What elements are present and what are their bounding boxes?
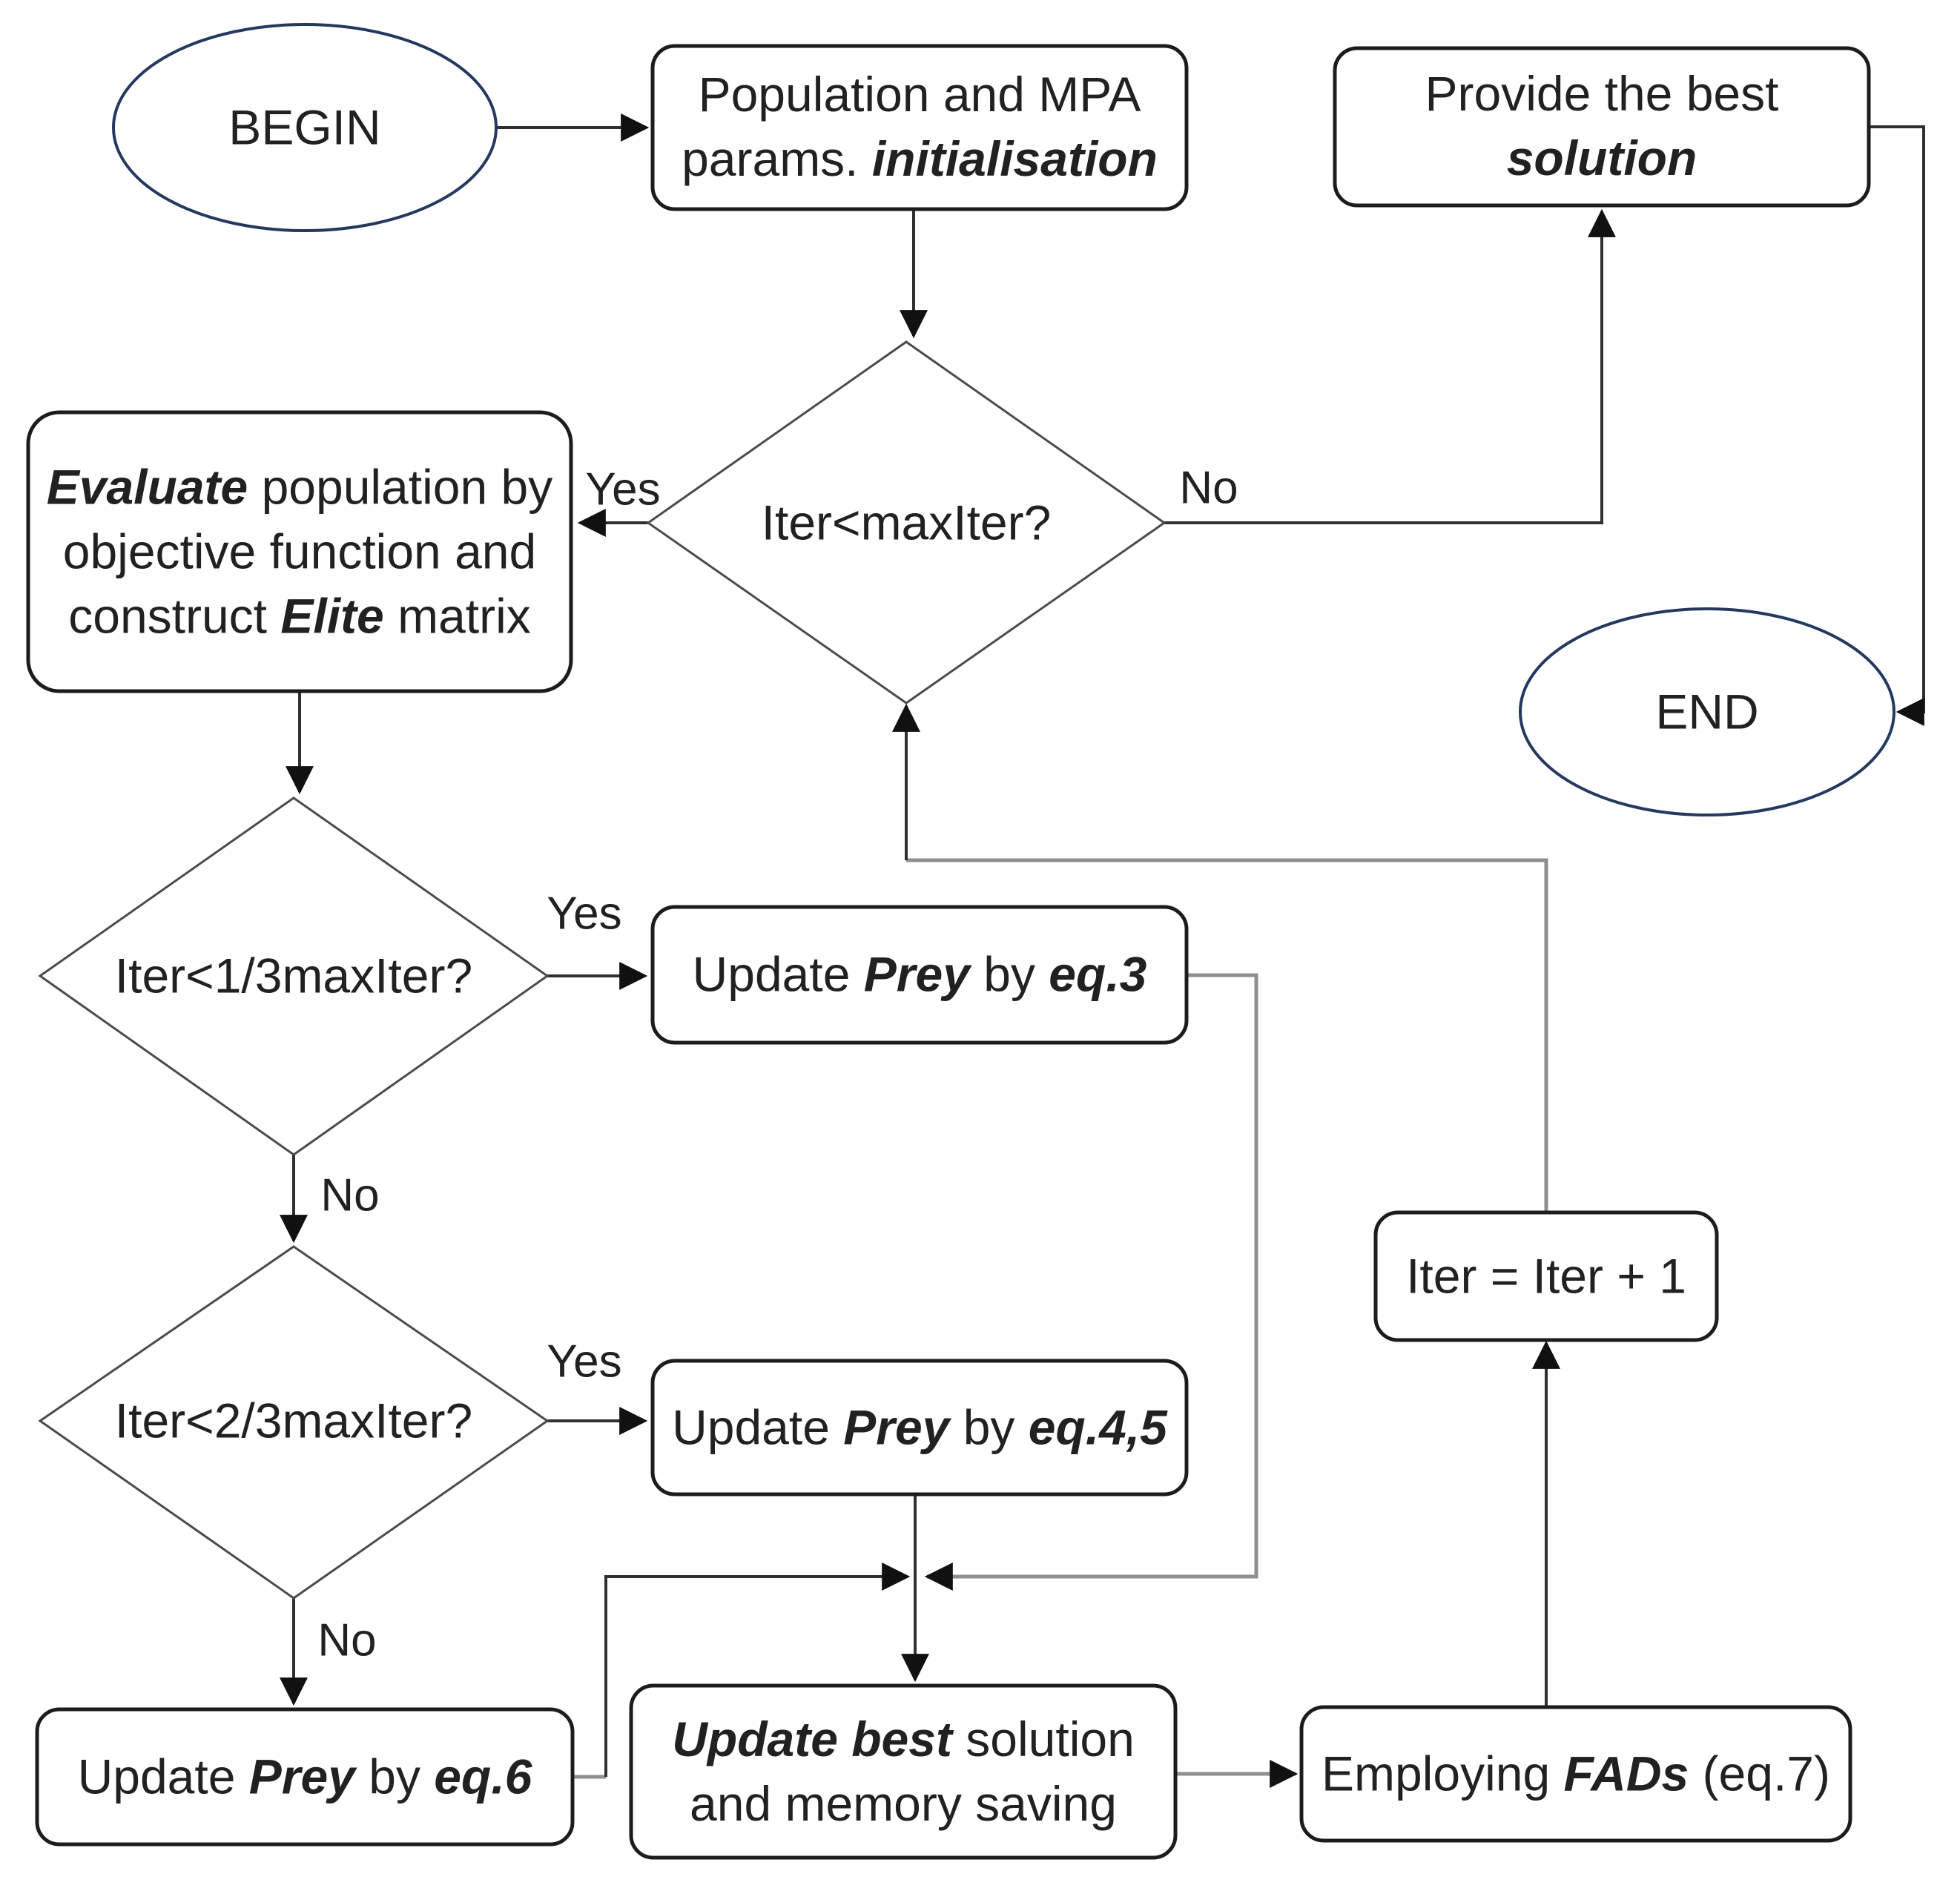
- update-prey-eq3-box-shape: [650, 905, 1189, 1045]
- update-prey-eq45-box-shape: [650, 1359, 1189, 1497]
- iter-max-decision-shape: [646, 340, 1167, 705]
- update-prey-eq6-box-shape: [35, 1707, 575, 1847]
- evaluate-box: Evaluate population by objective functio…: [46, 459, 553, 644]
- provide-solution-box-shape: [1333, 46, 1871, 208]
- end-terminal: END: [1655, 684, 1759, 739]
- label-itertwothirds-no: No: [317, 1614, 377, 1666]
- iter-one-third-decision-shape: [38, 796, 550, 1156]
- begin-terminal-shape: [112, 23, 498, 232]
- label-itermax-no: No: [1179, 462, 1238, 514]
- end-terminal-shape: [1519, 607, 1895, 816]
- edge-eq3-to-junction: [924, 973, 1258, 1591]
- iter-one-third-decision: Iter<1/3maxIter?: [114, 948, 473, 1003]
- init-box-shape: [650, 44, 1189, 211]
- edge-itermax-no-to-provide: [1164, 208, 1616, 524]
- edge-eq6-to-junction: [604, 1563, 911, 1777]
- iter-increment-box: Iter = Iter + 1: [1406, 1248, 1686, 1304]
- iter-max-decision: Iter<maxIter?: [761, 495, 1052, 550]
- label-iteronethird-yes: Yes: [547, 888, 622, 940]
- update-prey-eq6-box: Update Prey by eq.6: [77, 1749, 532, 1804]
- begin-terminal: BEGIN: [228, 99, 381, 155]
- label-itertwothirds-yes: Yes: [547, 1336, 622, 1387]
- update-prey-eq3-box: Update Prey by eq.3: [692, 946, 1147, 1002]
- employing-fads-box: Employing FADs (eq.7): [1321, 1746, 1830, 1801]
- evaluate-box-shape: [26, 410, 573, 693]
- update-best-box: Update best solution and memory saving: [672, 1711, 1135, 1831]
- label-itermax-yes: Yes: [585, 463, 661, 515]
- update-best-box-shape: [629, 1683, 1178, 1860]
- iter-two-thirds-decision: Iter<2/3maxIter?: [114, 1393, 473, 1448]
- iter-two-thirds-decision-shape: [38, 1245, 550, 1600]
- edge-provide-to-end: [1869, 125, 1925, 726]
- employing-fads-box-shape: [1299, 1705, 1852, 1843]
- iter-increment-box-shape: [1373, 1210, 1719, 1342]
- provide-solution-box: Provide the best solution: [1425, 65, 1779, 185]
- init-box: Population and MPA params. initialisatio…: [682, 66, 1158, 186]
- edge-iterincrement-feedback: [906, 858, 1548, 1212]
- label-iteronethird-no: No: [320, 1169, 380, 1221]
- update-prey-eq45-box: Update Prey by eq.4,5: [672, 1399, 1167, 1455]
